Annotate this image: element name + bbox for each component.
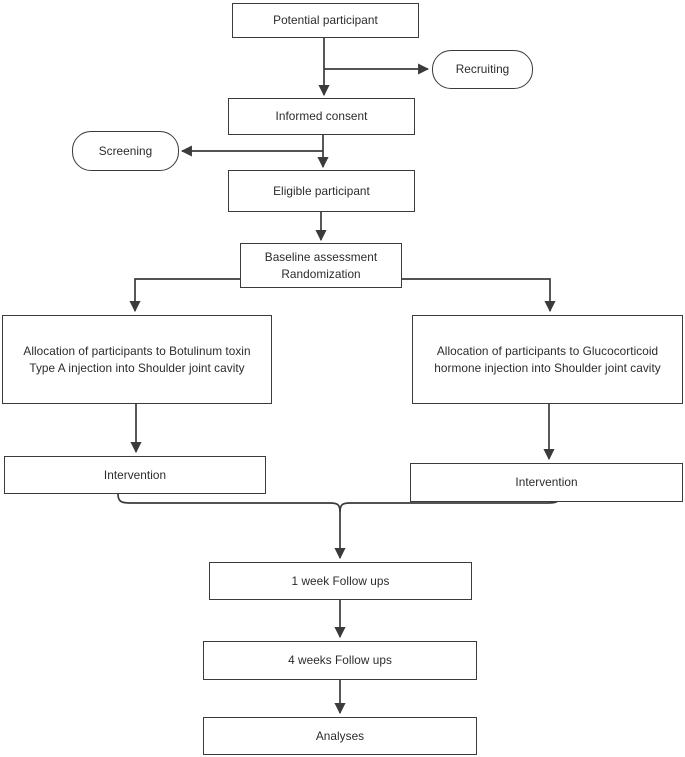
node-label: Allocation of participants to Glucocorti… xyxy=(434,343,661,375)
node-label: Informed consent xyxy=(275,109,368,124)
node-followup-1week[interactable]: 1 week Follow ups xyxy=(209,562,472,600)
node-label: Intervention xyxy=(103,467,167,482)
node-followup-4weeks[interactable]: 4 weeks Follow ups xyxy=(203,641,477,680)
node-label: Intervention xyxy=(515,475,578,490)
node-intervention-left[interactable]: Intervention xyxy=(4,456,266,494)
node-label: 1 week Follow ups xyxy=(291,573,390,588)
edge-baseline-to-allocation-left xyxy=(129,278,240,313)
node-label-line1: Baseline assessment xyxy=(264,249,378,264)
node-label: Potential participant xyxy=(273,13,378,28)
node-baseline-randomization[interactable]: Baseline assessment Randomization xyxy=(240,243,402,288)
node-analyses[interactable]: Analyses xyxy=(203,717,477,755)
node-label: Screening xyxy=(98,143,153,158)
node-label: Eligible participant xyxy=(273,183,370,198)
node-eligible-participant[interactable]: Eligible participant xyxy=(228,170,415,212)
node-allocation-botulinum[interactable]: Allocation of participants to Botulinum … xyxy=(2,315,272,404)
node-informed-consent[interactable]: Informed consent xyxy=(228,98,415,135)
edge-baseline-to-allocation-right xyxy=(402,278,556,313)
node-label: Analyses xyxy=(315,728,365,743)
node-screening[interactable]: Screening xyxy=(72,131,179,171)
node-recruiting[interactable]: Recruiting xyxy=(432,50,533,89)
node-label: Allocation of participants to Botulinum … xyxy=(23,343,251,375)
node-allocation-glucocorticoid[interactable]: Allocation of participants to Glucocorti… xyxy=(412,315,683,404)
node-potential-participant[interactable]: Potential participant xyxy=(232,3,419,38)
node-label-line2: Randomization xyxy=(281,266,361,281)
node-label: Recruiting xyxy=(455,62,510,77)
node-intervention-right[interactable]: Intervention xyxy=(410,463,683,502)
node-label: 4 weeks Follow ups xyxy=(288,653,392,668)
